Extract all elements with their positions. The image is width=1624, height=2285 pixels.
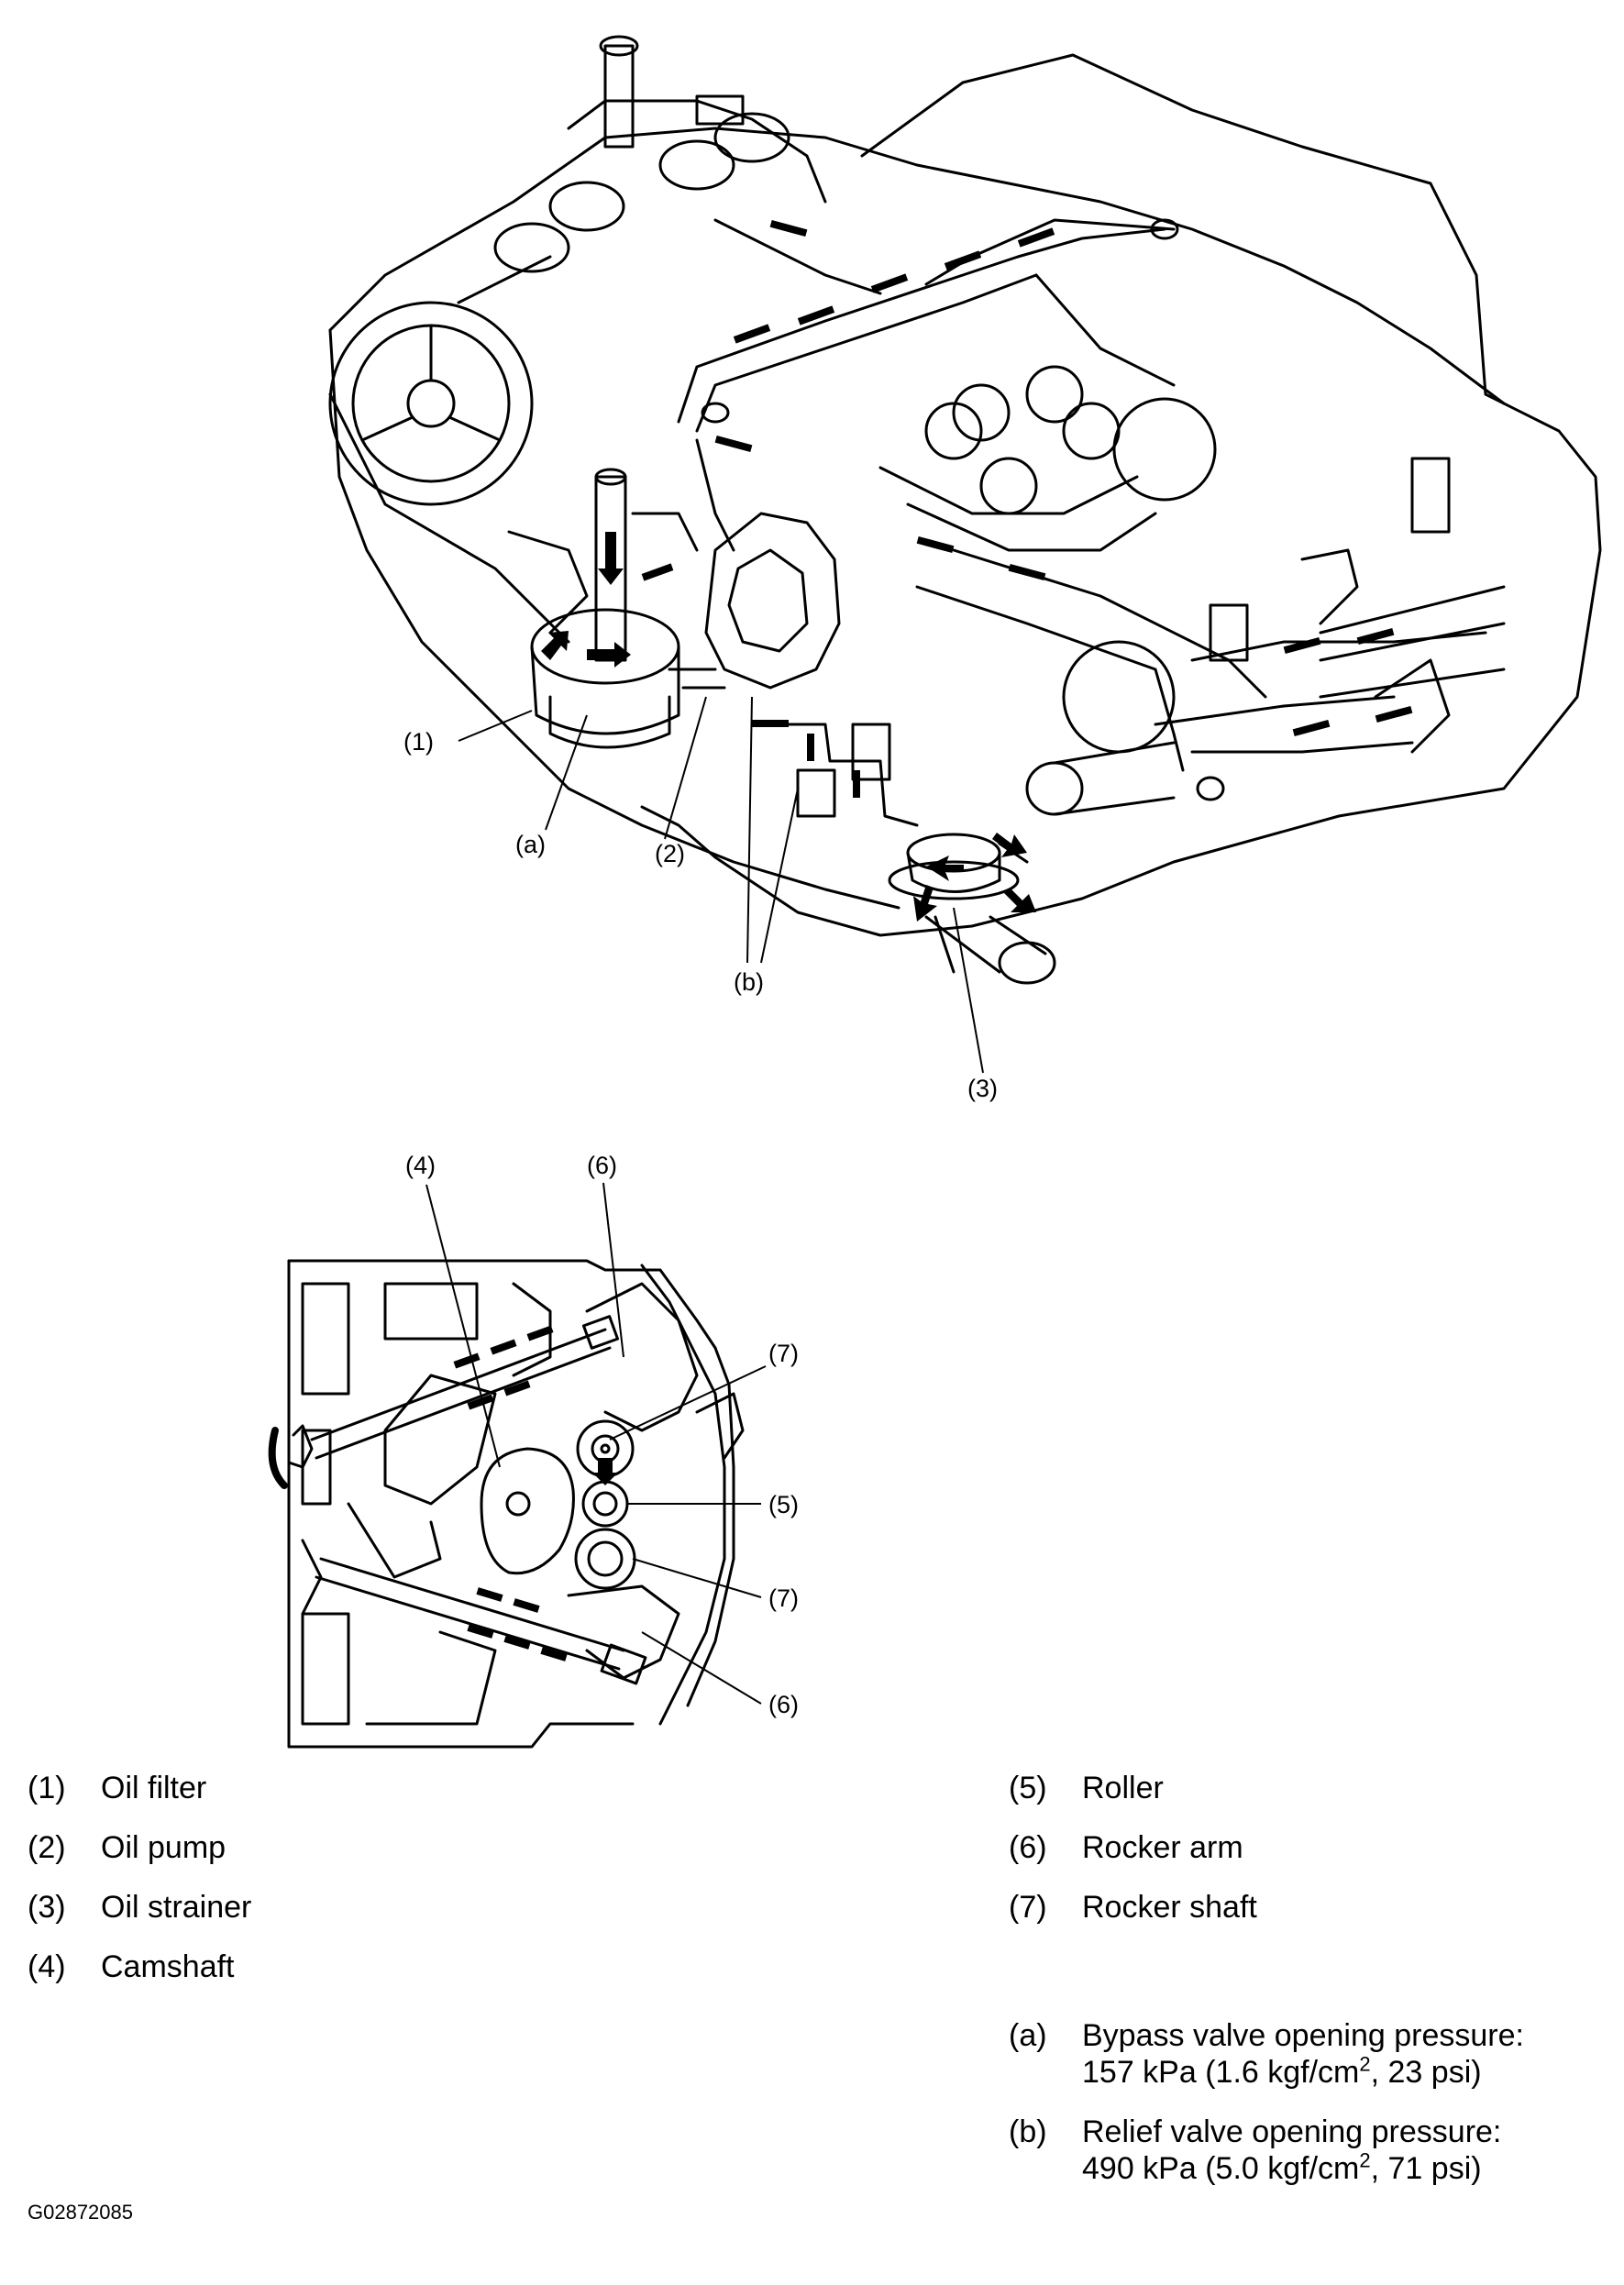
- engine-leader-lines: [458, 696, 984, 1074]
- relief-valve-note: Relief valve opening pressure: 490 kPa (…: [1082, 2114, 1501, 2187]
- legend-number: (2): [28, 1830, 66, 1865]
- legend-number: (3): [28, 1890, 66, 1925]
- callout-4: (4): [405, 1152, 436, 1179]
- note-pressure-pre: 157 kPa (1.6 kgf/cm: [1082, 2055, 1360, 2090]
- legend-number: (6): [1009, 1830, 1047, 1865]
- note-line-1: Bypass valve opening pressure:: [1082, 2018, 1524, 2053]
- detail-oil-flow-arrows: [453, 1325, 618, 1661]
- legend-number: (a): [1009, 2018, 1047, 2053]
- legend-label: Oil strainer: [101, 1890, 252, 1925]
- note-pressure-post: , 71 psi): [1370, 2151, 1482, 2186]
- callout-b: (b): [734, 968, 764, 996]
- note-pressure-sup: 2: [1359, 2052, 1371, 2076]
- bypass-valve-note: Bypass valve opening pressure: 157 kPa (…: [1082, 2017, 1524, 2091]
- legend-label: Rocker arm: [1082, 1830, 1243, 1865]
- legend-number: (1): [28, 1771, 66, 1805]
- callout-3: (3): [967, 1075, 998, 1102]
- engine-illustration: [328, 35, 1602, 985]
- note-pressure-pre: 490 kPa (5.0 kgf/cm: [1082, 2151, 1360, 2186]
- callout-5: (5): [768, 1491, 799, 1518]
- valve-train-detail: [268, 1259, 745, 1749]
- legend-label: Camshaft: [101, 1949, 235, 1984]
- note-line-1: Relief valve opening pressure:: [1082, 2114, 1502, 2149]
- oil-flow-arrows: [541, 219, 1413, 922]
- legend-number: (5): [1009, 1771, 1047, 1805]
- legend-label: Oil pump: [101, 1830, 226, 1865]
- legend-number: (4): [28, 1949, 66, 1984]
- figure-code: G02872085: [28, 2201, 133, 2224]
- callout-6-lower: (6): [768, 1691, 799, 1718]
- legend-number: (7): [1009, 1890, 1047, 1925]
- legend-label: Roller: [1082, 1771, 1164, 1805]
- legend-label: Oil filter: [101, 1771, 207, 1805]
- callout-6-upper: (6): [587, 1152, 617, 1179]
- callout-1: (1): [403, 728, 434, 756]
- detail-leader-lines: [425, 1182, 767, 1705]
- note-pressure-post: , 23 psi): [1370, 2055, 1482, 2090]
- callout-a: (a): [515, 831, 546, 858]
- callout-2: (2): [655, 840, 685, 867]
- note-pressure-sup: 2: [1359, 2148, 1371, 2172]
- callout-7-upper: (7): [768, 1340, 799, 1367]
- legend-label: Rocker shaft: [1082, 1890, 1257, 1925]
- callout-7-lower: (7): [768, 1584, 799, 1612]
- legend-number: (b): [1009, 2114, 1047, 2149]
